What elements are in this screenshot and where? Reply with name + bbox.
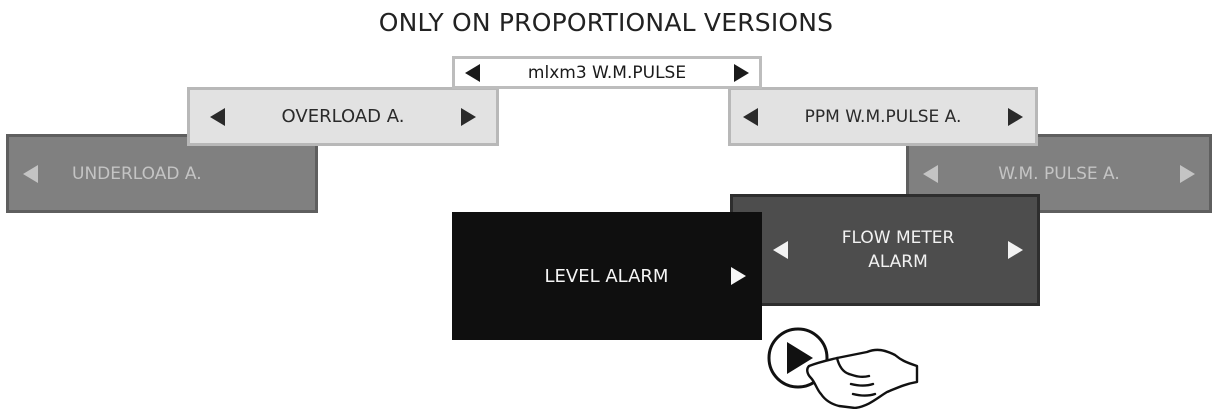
diagram-caption: ONLY ON PROPORTIONAL VERSIONS — [378, 8, 834, 37]
right-arrow-icon[interactable] — [731, 267, 746, 285]
left-arrow-icon[interactable] — [210, 107, 225, 126]
tile-label-level: LEVEL ALARM — [544, 265, 669, 287]
menu-tile-overload-alarm[interactable]: OVERLOAD A. — [187, 87, 499, 146]
right-arrow-icon[interactable] — [461, 107, 476, 126]
tile-label-overload: OVERLOAD A. — [281, 106, 405, 127]
hand-icon — [806, 348, 919, 409]
tile-label-ppm: PPM W.M.PULSE A. — [804, 106, 962, 127]
play-triangle-icon — [787, 342, 813, 374]
left-arrow-icon[interactable] — [923, 164, 938, 183]
left-arrow-icon[interactable] — [465, 63, 480, 82]
menu-tile-mlxm3-wm-pulse[interactable]: mlxm3 W.M.PULSE — [452, 56, 762, 89]
menu-tile-underload-alarm[interactable]: UNDERLOAD A. — [6, 134, 318, 213]
menu-tile-ppm-wm-pulse-alarm[interactable]: PPM W.M.PULSE A. — [728, 87, 1038, 146]
left-arrow-icon[interactable] — [773, 241, 788, 259]
left-arrow-icon[interactable] — [743, 107, 758, 126]
right-arrow-icon[interactable] — [734, 63, 749, 82]
finger-press-play-icon[interactable] — [765, 322, 935, 409]
right-arrow-icon[interactable] — [1180, 164, 1195, 183]
right-arrow-icon[interactable] — [1008, 107, 1023, 126]
tile-label-wm-pulse: W.M. PULSE A. — [998, 163, 1120, 184]
tile-label-underload: UNDERLOAD A. — [72, 163, 202, 184]
menu-tile-level-alarm[interactable]: LEVEL ALARM — [452, 212, 762, 340]
menu-tile-flow-meter-alarm[interactable]: FLOW METER ALARM — [730, 194, 1040, 306]
right-arrow-icon[interactable] — [1008, 241, 1023, 259]
tile-label-mlxm3: mlxm3 W.M.PULSE — [527, 62, 687, 83]
tile-label-flow-meter: FLOW METER ALARM — [841, 228, 955, 272]
left-arrow-icon[interactable] — [23, 164, 38, 183]
